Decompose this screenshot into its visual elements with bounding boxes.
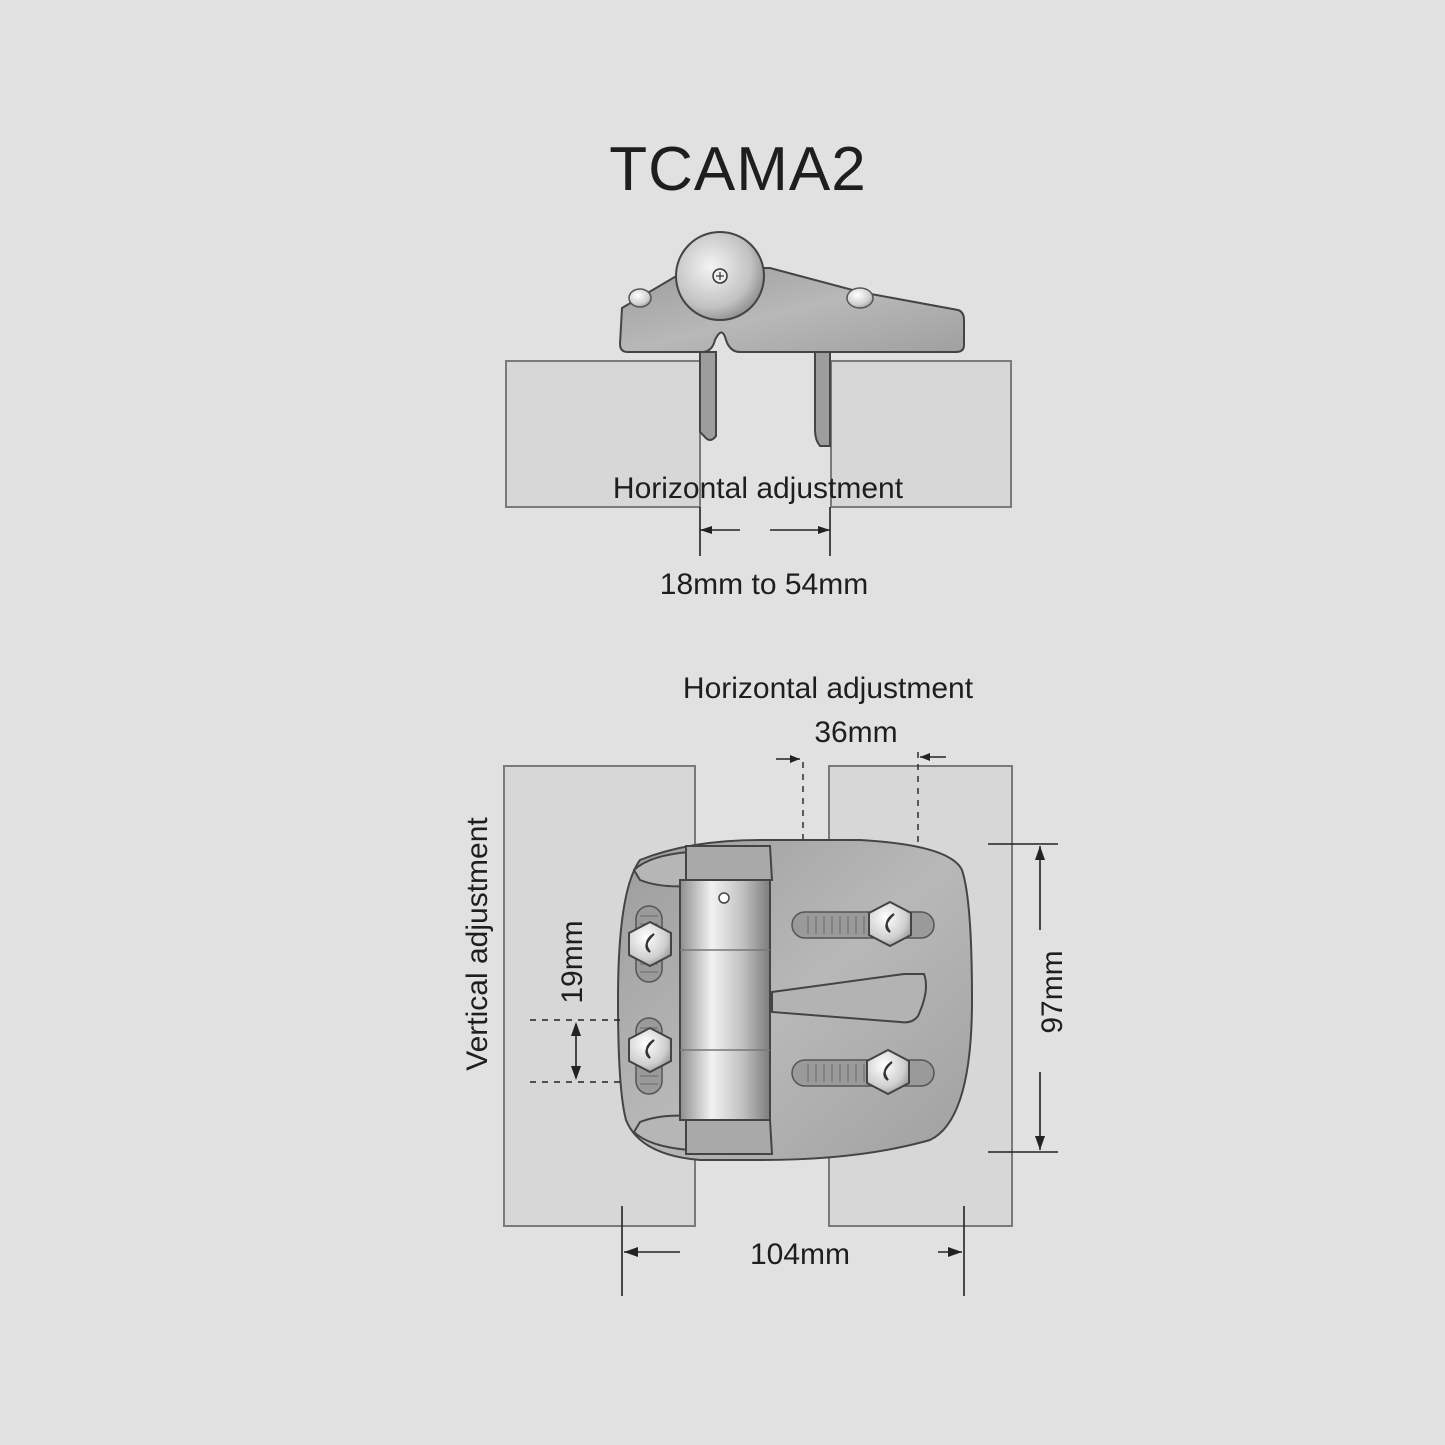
right-tab-top [814, 351, 831, 447]
arrow-icon [700, 526, 712, 534]
arrow-icon [571, 1022, 581, 1036]
vertical-label: Vertical adjustment [461, 817, 494, 1071]
right-slot-top [791, 911, 935, 939]
front-horizontal-value: 36mm [814, 716, 897, 749]
arrow-icon [1035, 846, 1045, 860]
right-slot-bottom [791, 1059, 935, 1087]
barrel [679, 879, 771, 1121]
top-range-value: 18mm to 54mm [660, 568, 868, 601]
hex-bolt-icon [868, 900, 912, 948]
left-tab-top [699, 351, 717, 441]
barrel-cap-top [685, 845, 774, 881]
front-view: Horizontal adjustment 36mm [461, 672, 1069, 1296]
pin-hole-icon [718, 892, 730, 904]
hex-bolt-icon [628, 920, 672, 968]
vertical-value: 19mm [556, 920, 589, 1003]
arrow-icon [948, 1247, 962, 1257]
barrel-cap-bottom [685, 1119, 774, 1155]
spring-tongue [771, 973, 927, 1024]
hinge-body-top [618, 267, 965, 353]
hex-bolt-icon [866, 1048, 910, 1096]
width-value: 104mm [750, 1238, 850, 1271]
top-view: Horizontal adjustment 18mm to 54mm [505, 231, 1012, 601]
right-post-top [830, 360, 1012, 508]
arrow-icon [1035, 1136, 1045, 1150]
bolt-head-icon [628, 288, 652, 308]
arrow-icon [624, 1247, 638, 1257]
height-value: 97mm [1036, 950, 1069, 1033]
bolt-head-icon [846, 287, 874, 309]
arrow-icon [818, 526, 830, 534]
hex-bolt-icon [628, 1026, 672, 1074]
front-horizontal-label: Horizontal adjustment [683, 672, 974, 705]
title: TCAMA2 [609, 135, 866, 204]
left-post-top [505, 360, 701, 508]
arrow-icon [571, 1066, 581, 1080]
top-horizontal-label: Horizontal adjustment [613, 472, 904, 505]
